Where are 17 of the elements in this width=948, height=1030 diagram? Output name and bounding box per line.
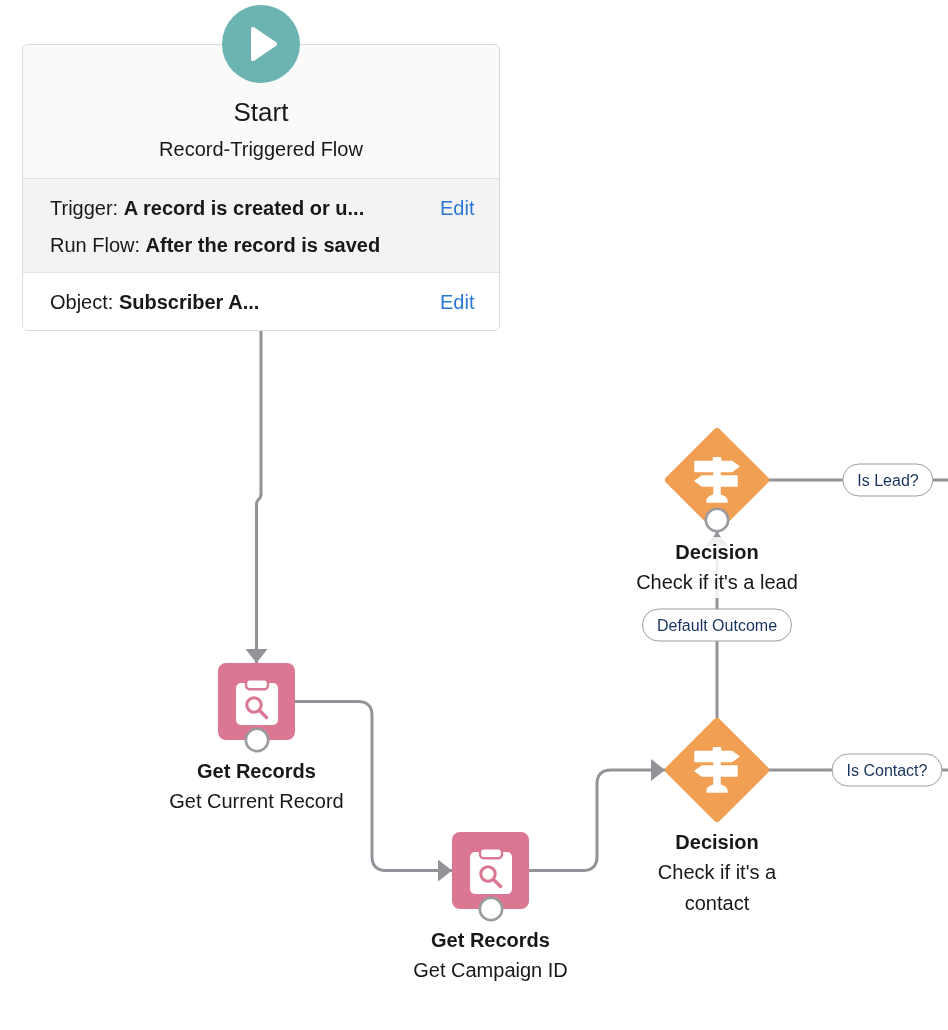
arrow bbox=[529, 759, 665, 872]
node-subtitle: Check if it's a lead bbox=[636, 567, 798, 598]
node-title: Decision bbox=[675, 537, 759, 567]
edge-label: Default Outcome bbox=[641, 608, 793, 642]
arrow bbox=[295, 700, 452, 882]
node-subtitle: Record-Triggered Flow bbox=[158, 137, 364, 162]
edit-link: Edit bbox=[440, 196, 475, 221]
setting-text: Trigger: A record is created or u... bbox=[50, 196, 365, 221]
setting-text: Object: Subscriber A... bbox=[50, 290, 260, 315]
arrow bbox=[245, 331, 268, 663]
setting-text: Run Flow: After the record is saved bbox=[50, 233, 381, 258]
settings-panel bbox=[23, 178, 499, 272]
settings-section bbox=[23, 272, 499, 330]
edit-link: Edit bbox=[440, 290, 475, 315]
edge-label: Is Lead? bbox=[842, 463, 934, 497]
node-title: Start bbox=[232, 96, 290, 128]
edge-label: Is Contact? bbox=[831, 753, 943, 787]
